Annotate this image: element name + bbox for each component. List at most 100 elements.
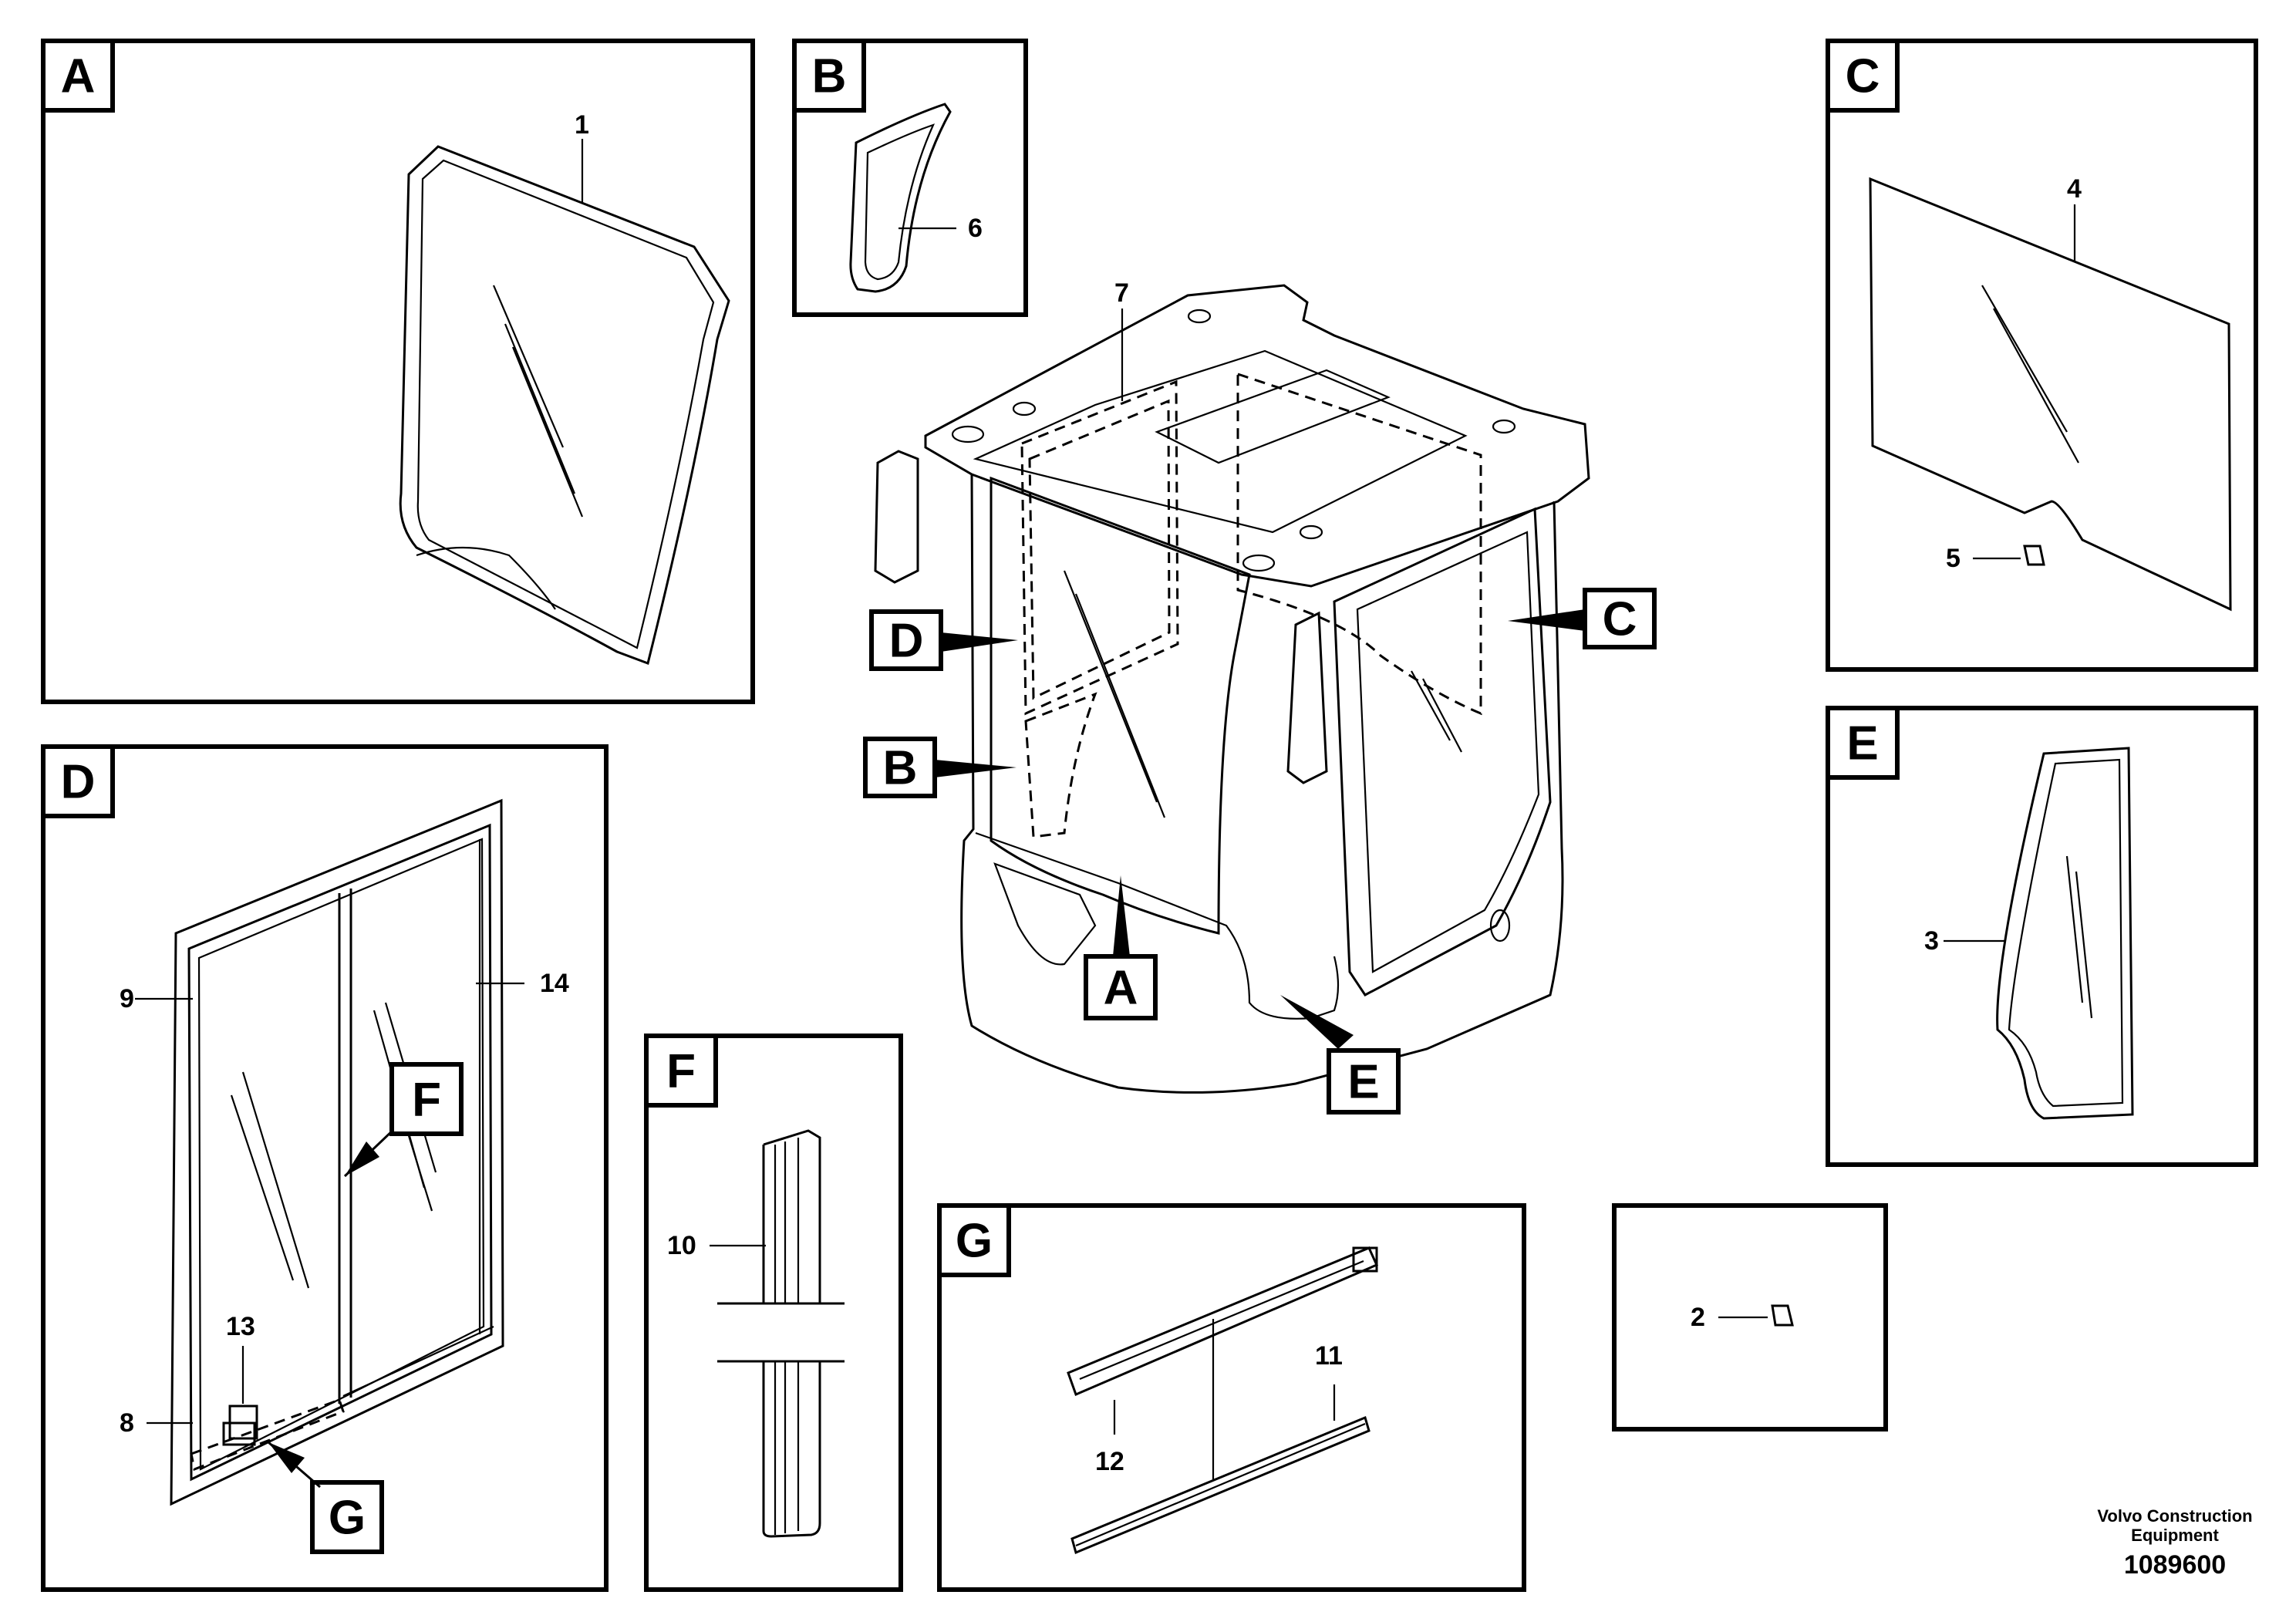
- front-glass-a: [990, 476, 1251, 935]
- roof-light: [1242, 554, 1276, 572]
- rail-11: [1070, 1415, 1371, 1555]
- panel-d-tag: D: [61, 756, 96, 809]
- panel-c-frame: [1826, 39, 2258, 672]
- part-label-11: 11: [1315, 1341, 1343, 1371]
- cab-lower-curve: [975, 831, 1340, 1020]
- panel-part-2-frame: [1612, 1203, 1888, 1431]
- arrowhead-g: [268, 1442, 305, 1473]
- door-glass: [1356, 531, 1540, 973]
- roof-hatch: [1155, 369, 1391, 464]
- glare-line: [1993, 308, 2079, 464]
- part-label-8: 8: [120, 1408, 134, 1438]
- panel-d: D 9 14 13 8 F: [41, 744, 609, 1592]
- arrow-cab-d: [941, 632, 1018, 652]
- panel-a: A 1: [41, 39, 755, 704]
- mirror-right: [1286, 611, 1328, 784]
- panel-e: E 3: [1826, 706, 2258, 1167]
- part-label-9: 9: [120, 984, 134, 1013]
- panel-b-tag-box: [792, 39, 866, 113]
- dashed-outline-b: [1024, 692, 1097, 838]
- dashed-outline-d: [1020, 379, 1179, 716]
- roof-light: [951, 425, 985, 443]
- panel-part-2: 2: [1612, 1203, 1888, 1431]
- panel-f-frame: [644, 1034, 903, 1592]
- roof-bolt: [1012, 401, 1037, 416]
- part-label-12: 12: [1095, 1447, 1124, 1476]
- arrow-cab-e: [1280, 995, 1354, 1049]
- arrow-cab-c: [1508, 609, 1585, 631]
- latch-13: [222, 1404, 258, 1446]
- callout-f-box: [389, 1062, 464, 1136]
- panel-g-tag-box: [937, 1203, 1011, 1277]
- drawing-number: 1089600: [2124, 1550, 2226, 1580]
- panel-d-frame: [41, 744, 609, 1592]
- cab-callout-c-box: [1583, 588, 1657, 649]
- part-label-4: 4: [2067, 174, 2082, 204]
- cab-callout-e-box: [1327, 1048, 1401, 1114]
- panel-g-tag: G: [956, 1215, 993, 1268]
- panel-e-tag-box: [1826, 706, 1900, 780]
- panel-f-tag-box: [644, 1034, 718, 1108]
- callout-g-box: [310, 1480, 384, 1554]
- panel-a-frame: [41, 39, 755, 704]
- dashed-outline-d-inner: [1028, 399, 1171, 700]
- cab-door: [1333, 507, 1552, 996]
- rail-12: [1067, 1246, 1378, 1397]
- glare-line: [1422, 678, 1462, 753]
- cab-lower-cutout: [993, 862, 1097, 966]
- track-region-dashed: [190, 1398, 345, 1472]
- part-label-5: 5: [1946, 544, 1961, 573]
- dashed-outline-c: [1236, 372, 1482, 716]
- cab-callout-d: D: [889, 615, 924, 668]
- arrow-cab-b: [935, 760, 1017, 777]
- part-label-1: 1: [575, 110, 589, 140]
- panel-e-frame: [1826, 706, 2258, 1167]
- corner-glass-6: [849, 103, 952, 293]
- cab-callout-b: B: [883, 742, 918, 795]
- arrowhead-f: [345, 1141, 379, 1176]
- roof-bolt: [1187, 309, 1212, 324]
- roof-panel: [973, 349, 1468, 534]
- panel-a-tag-box: [41, 39, 115, 113]
- cab-callout-a: A: [1104, 962, 1138, 1015]
- clip-5: [2023, 545, 2045, 566]
- arrow-cab-a: [1113, 875, 1130, 956]
- glare-line: [1063, 570, 1158, 803]
- footer: Volvo Construction Equipment 1089600: [2097, 1506, 2252, 1580]
- glare-line: [1981, 285, 2068, 433]
- panel-g: G 12 11: [937, 1203, 1526, 1592]
- mirror-left: [874, 450, 919, 584]
- roof-bolt: [1299, 524, 1323, 540]
- cab-callout-b-box: [863, 737, 937, 798]
- roof-bolt: [1492, 419, 1516, 434]
- callout-f: F: [412, 1074, 441, 1127]
- panel-b-tag: B: [812, 50, 847, 103]
- brand-line-2: Equipment: [2131, 1526, 2219, 1545]
- panel-c-tag-box: [1826, 39, 1900, 113]
- panel-b-frame: [792, 39, 1028, 317]
- cab-body-outline: [960, 474, 1564, 1094]
- door-handle: [1489, 909, 1511, 943]
- part-label-10: 10: [667, 1231, 696, 1260]
- panel-a-tag: A: [61, 50, 96, 103]
- side-glass-3: [1996, 747, 2134, 1120]
- part-label-6: 6: [968, 214, 983, 243]
- cab-roof: [924, 284, 1590, 588]
- cab-callout-e: E: [1347, 1056, 1379, 1109]
- panel-f: F 10: [644, 1034, 903, 1592]
- glass-pane-1: [399, 145, 730, 665]
- seal-strip-10: [717, 1129, 845, 1538]
- part-label-14: 14: [540, 969, 569, 998]
- panel-g-frame: [937, 1203, 1526, 1592]
- callout-g: G: [329, 1492, 366, 1545]
- panel-d-tag-box: [41, 744, 115, 818]
- cab-main-view: 7 D B C A E: [863, 278, 1657, 1114]
- part-label-13: 13: [226, 1312, 255, 1341]
- rear-glass-4: [1869, 177, 2232, 612]
- panel-b: B 6: [792, 39, 1028, 317]
- clip-2: [1771, 1304, 1794, 1327]
- part-label-2: 2: [1691, 1303, 1705, 1332]
- brand-line-1: Volvo Construction: [2097, 1506, 2252, 1526]
- panel-c: C 4 5: [1826, 39, 2258, 672]
